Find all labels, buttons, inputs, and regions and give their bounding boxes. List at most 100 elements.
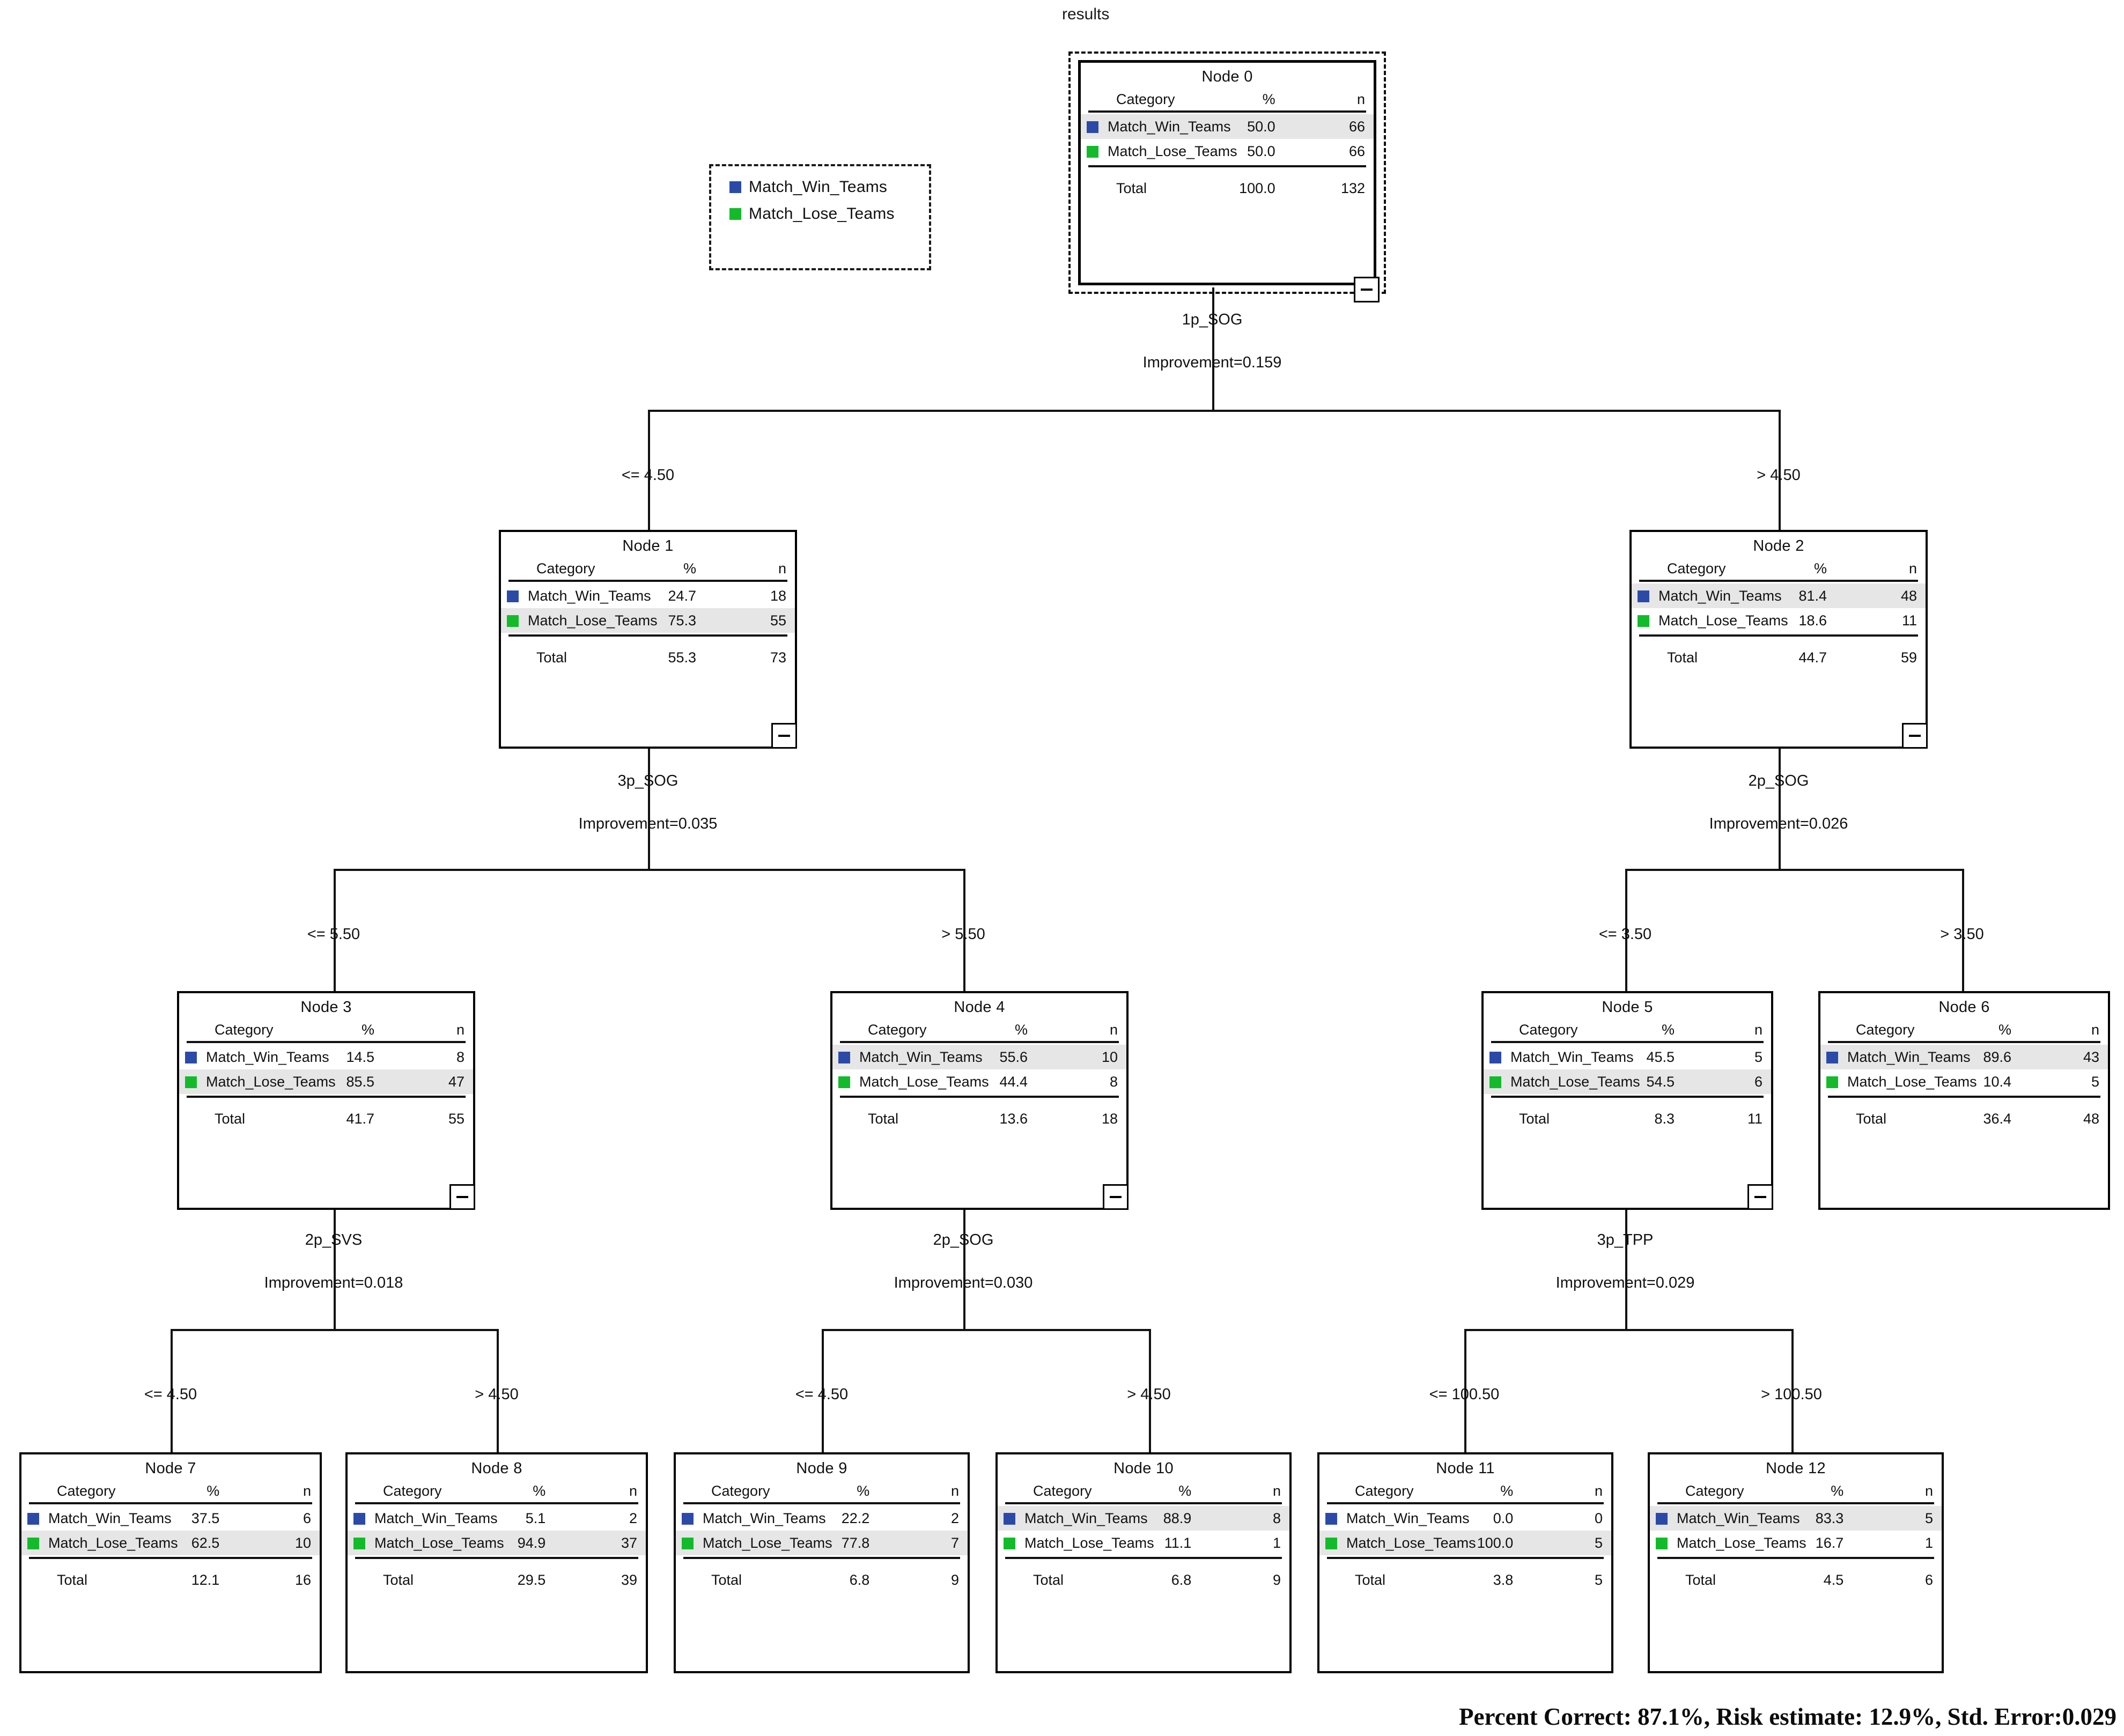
collapse-button-node2[interactable]	[1902, 723, 1928, 749]
node-total-row: Total 100.0 132	[1081, 169, 1374, 202]
footer-rule	[1327, 1557, 1604, 1559]
edge-label-2-right: > 3.50	[1940, 926, 1984, 943]
category-label: Match_Lose_Teams	[1677, 1534, 1806, 1551]
node-total-row: Total 6.8 9	[676, 1561, 968, 1594]
edge-label-4-right: > 4.50	[1127, 1386, 1171, 1403]
total-label: Total	[215, 1110, 246, 1127]
footer-rule	[1639, 634, 1918, 637]
node-category-row: Match_Lose_Teams 11.1 1	[998, 1531, 1289, 1555]
model-summary-footer: Percent Correct: 87.1%, Risk estimate: 1…	[1459, 1703, 2116, 1730]
tree-node-node0[interactable]: Node 0 Category % n Match_Win_Teams 50.0…	[1078, 60, 1376, 285]
category-percent: 83.3	[1762, 1506, 1853, 1531]
total-count: 48	[2083, 1110, 2099, 1127]
total-count: 55	[448, 1110, 464, 1127]
total-label: Total	[383, 1571, 414, 1588]
header-rule	[840, 1041, 1119, 1043]
category-label: Match_Lose_Teams	[1847, 1073, 1977, 1090]
legend-swatch-lose-icon	[729, 208, 741, 220]
category-percent: 5.1	[525, 1510, 546, 1526]
col-header-category: Category	[57, 1483, 116, 1499]
tree-node-node8[interactable]: Node 8 Category % n Match_Win_Teams 5.1 …	[345, 1452, 648, 1673]
category-label: Match_Win_Teams	[1021, 1506, 1148, 1531]
swatch-win-icon	[1087, 121, 1098, 134]
col-header-percent: %	[683, 560, 696, 577]
tree-node-node9[interactable]: Node 9 Category % n Match_Win_Teams 22.2…	[674, 1452, 970, 1673]
collapse-button-node3[interactable]	[449, 1184, 475, 1210]
edge-label-4-left: <= 4.50	[795, 1386, 849, 1403]
category-label: Match_Win_Teams	[1655, 583, 1782, 608]
category-count: 37	[554, 1531, 646, 1555]
node-total-row: Total 36.4 48	[1820, 1099, 2108, 1133]
swatch-lose-icon	[1087, 146, 1098, 158]
total-label: Total	[1856, 1110, 1887, 1127]
category-percent: 44.4	[999, 1073, 1028, 1090]
category-count: 6	[303, 1510, 311, 1526]
footer-rule	[683, 1557, 960, 1559]
connector-node2-down	[1779, 749, 1781, 870]
legend-label-lose: Match_Lose_Teams	[749, 205, 895, 223]
node-category-row: Match_Win_Teams 88.9 8	[998, 1506, 1289, 1531]
col-header-count: n	[1754, 1022, 1762, 1038]
category-percent: 50.0	[1194, 114, 1284, 139]
total-count: 39	[621, 1571, 637, 1588]
connector-node12-up	[1791, 1329, 1794, 1452]
tree-node-node4[interactable]: Node 4 Category % n Match_Win_Teams 55.6…	[830, 991, 1129, 1210]
tree-node-node12[interactable]: Node 12 Category % n Match_Win_Teams 83.…	[1648, 1452, 1944, 1673]
col-header-category: Category	[1519, 1022, 1578, 1038]
node-category-row: Match_Win_Teams 83.3 5	[1650, 1506, 1942, 1531]
collapse-button-node0[interactable]	[1354, 277, 1380, 302]
tree-node-node2[interactable]: Node 2 Category % n Match_Win_Teams 81.4…	[1629, 530, 1928, 749]
tree-node-node10[interactable]: Node 10 Category % n Match_Win_Teams 88.…	[995, 1452, 1292, 1673]
tree-node-node11[interactable]: Node 11 Category % n Match_Win_Teams 0.0…	[1317, 1452, 1613, 1673]
col-header-percent: %	[1500, 1483, 1514, 1499]
connector-node4-up	[963, 869, 965, 991]
category-count: 5	[1522, 1531, 1611, 1555]
col-header-count: n	[1109, 1022, 1118, 1038]
category-label: Match_Lose_Teams	[1343, 1531, 1476, 1555]
total-count: 9	[1272, 1571, 1281, 1588]
tree-node-node1[interactable]: Node 1 Category % n Match_Win_Teams 24.7…	[499, 530, 797, 749]
total-label: Total	[536, 649, 567, 666]
tree-node-node3[interactable]: Node 3 Category % n Match_Win_Teams 14.5…	[177, 991, 475, 1210]
swatch-lose-icon	[1656, 1538, 1668, 1550]
col-header-count: n	[950, 1483, 959, 1499]
swatch-lose-icon	[1826, 1076, 1838, 1089]
collapse-button-node5[interactable]	[1747, 1184, 1773, 1210]
tree-node-node6[interactable]: Node 6 Category % n Match_Win_Teams 89.6…	[1818, 991, 2110, 1210]
swatch-lose-icon	[682, 1538, 694, 1550]
total-label: Total	[1667, 649, 1698, 666]
col-header-percent: %	[1831, 1483, 1844, 1499]
col-header-percent: %	[1262, 91, 1275, 107]
category-label: Match_Win_Teams	[1104, 114, 1231, 139]
swatch-lose-icon	[1004, 1538, 1015, 1550]
header-rule	[1657, 1502, 1934, 1504]
category-count: 2	[950, 1510, 959, 1526]
category-label: Match_Lose_Teams	[371, 1531, 504, 1555]
category-count: 10	[1036, 1045, 1126, 1069]
swatch-lose-icon	[353, 1538, 365, 1550]
category-count: 55	[705, 608, 795, 633]
collapse-button-node1[interactable]	[771, 723, 797, 749]
tree-node-node5[interactable]: Node 5 Category % n Match_Win_Teams 45.5…	[1481, 991, 1773, 1210]
swatch-lose-icon	[1325, 1538, 1337, 1550]
node-category-row: Match_Win_Teams 5.1 2	[348, 1506, 646, 1531]
node-title: Node 0	[1201, 68, 1253, 85]
category-label: Match_Lose_Teams	[1024, 1534, 1154, 1551]
connector-level3-b-bar	[822, 1329, 1149, 1331]
node-total-row: Total 3.8 5	[1319, 1561, 1611, 1594]
header-rule	[187, 1041, 466, 1043]
category-count: 8	[1109, 1073, 1118, 1090]
category-percent: 50.0	[1247, 143, 1275, 159]
col-header-count: n	[1908, 560, 1917, 577]
tree-node-node7[interactable]: Node 7 Category % n Match_Win_Teams 37.5…	[19, 1452, 322, 1673]
category-label: Match_Win_Teams	[206, 1048, 329, 1065]
category-label: Match_Lose_Teams	[699, 1531, 832, 1555]
col-header-category: Category	[1355, 1483, 1414, 1499]
connector-level3-c-bar	[1464, 1329, 1791, 1331]
collapse-button-node4[interactable]	[1103, 1184, 1129, 1210]
node-title: Node 5	[1602, 999, 1653, 1016]
swatch-win-icon	[27, 1513, 39, 1525]
node-category-row: Match_Win_Teams 37.5 6	[21, 1506, 320, 1531]
header-rule	[29, 1502, 312, 1504]
split-improvement-5: Improvement=0.029	[1555, 1274, 1695, 1291]
